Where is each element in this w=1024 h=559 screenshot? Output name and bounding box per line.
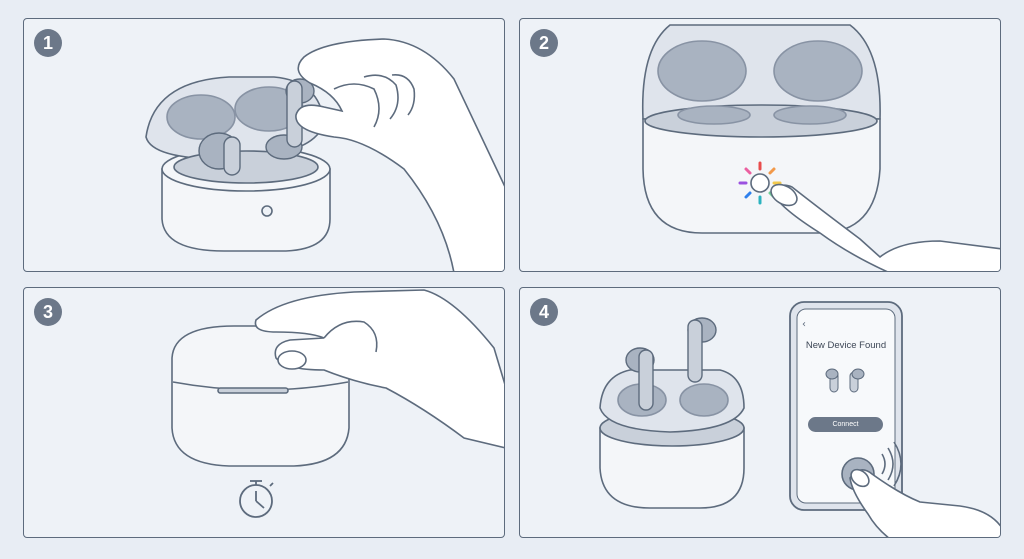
earbud-icon (198, 132, 303, 176)
step-1-panel: 1 (23, 18, 505, 272)
press-button-illustration (641, 24, 1000, 271)
open-case-illustration (145, 38, 504, 271)
earbud-icon (285, 78, 315, 148)
charging-case-icon (599, 369, 745, 509)
hand-icon (254, 289, 504, 449)
earbud-icon (687, 317, 717, 383)
earbud-icon (825, 368, 865, 393)
chevron-left-icon[interactable]: ‹ (802, 319, 806, 330)
phone-screen-title: New Device Found (805, 340, 887, 351)
smartphone-icon (789, 301, 903, 511)
step-number-badge: 1 (34, 29, 62, 57)
hand-icon (841, 457, 1000, 537)
hand-icon (295, 38, 504, 271)
step-number-badge: 3 (34, 298, 62, 326)
timer-icon (239, 480, 274, 518)
step-number-badge: 2 (530, 29, 558, 57)
pairing-illustration (599, 301, 1000, 537)
step-number-badge: 4 (530, 298, 558, 326)
step-2-panel: 2 (519, 18, 1001, 272)
step-4-panel: 4 (519, 287, 1001, 538)
step-3-panel: 3 (23, 287, 505, 538)
signal-waves-icon (881, 441, 902, 487)
led-ring-icon (738, 161, 782, 205)
closed-case-illustration (171, 289, 504, 518)
earbud-icon (625, 347, 655, 411)
connect-button[interactable]: Connect (808, 417, 883, 432)
charging-case-icon (641, 24, 881, 234)
hand-icon (770, 183, 1000, 271)
